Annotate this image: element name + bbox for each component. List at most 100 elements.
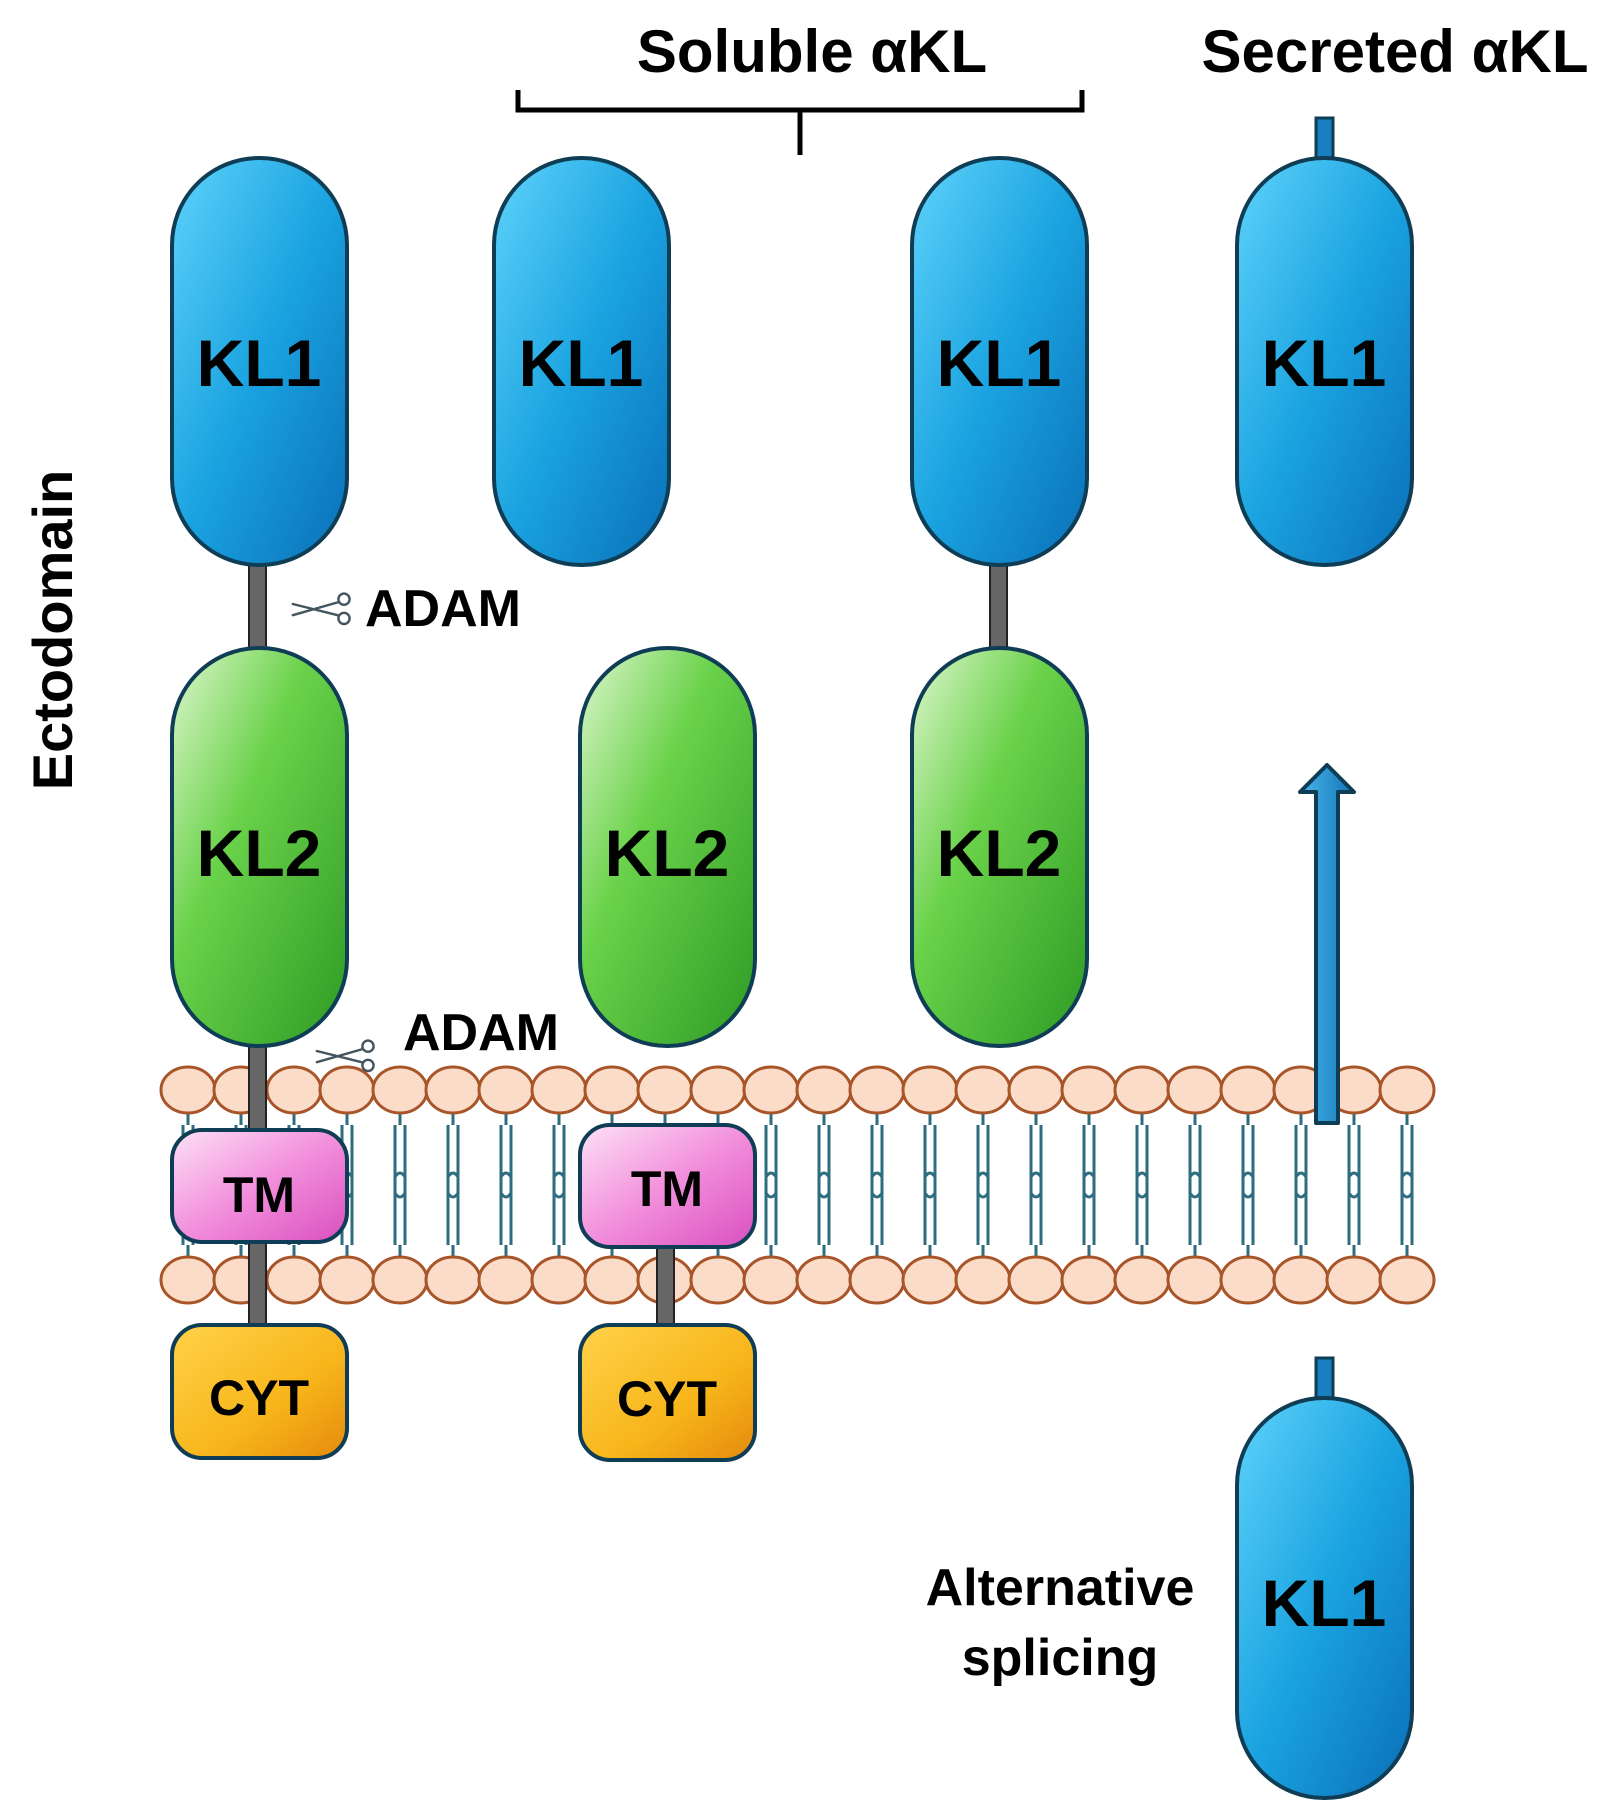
lipid-head bbox=[1325, 1255, 1383, 1305]
soluble-kl1: KL1 bbox=[492, 156, 671, 567]
lipid-head bbox=[477, 1065, 535, 1115]
lipid-tail bbox=[552, 1171, 566, 1257]
scissors-icon bbox=[291, 592, 351, 626]
membrane-klotho: KL1 KL2 TM CYT ADAM ADAM bbox=[170, 156, 559, 1460]
kl1-domain bbox=[1235, 156, 1414, 567]
kl1-label: KL1 bbox=[197, 326, 322, 400]
soluble-kl1-kl2: KL1 KL2 bbox=[910, 156, 1089, 1048]
lipid-head bbox=[1272, 1255, 1330, 1305]
lipid-head bbox=[742, 1255, 800, 1305]
lipid-head bbox=[371, 1065, 429, 1115]
tm-label: TM bbox=[223, 1167, 295, 1223]
tm-domain bbox=[170, 1128, 349, 1244]
lipid-head bbox=[477, 1255, 535, 1305]
lipid-tail bbox=[393, 1171, 407, 1257]
lipid-head bbox=[530, 1255, 588, 1305]
lipid-tail bbox=[446, 1171, 460, 1257]
secretion-arrow bbox=[1298, 763, 1356, 1125]
kl2-label: KL2 bbox=[605, 816, 730, 890]
lipid-head bbox=[689, 1255, 747, 1305]
lipid-head bbox=[159, 1255, 217, 1305]
ectodomain-label: Ectodomain bbox=[21, 470, 84, 790]
lipid-head bbox=[636, 1065, 694, 1115]
adam-cleavage-label: ADAM bbox=[365, 580, 521, 638]
tm-label: TM bbox=[631, 1161, 703, 1217]
lipid-head bbox=[1060, 1255, 1118, 1305]
lipid-tail bbox=[976, 1171, 990, 1257]
lipid-head bbox=[742, 1065, 800, 1115]
lipid-tail bbox=[1241, 1171, 1255, 1257]
lipid-head bbox=[954, 1065, 1012, 1115]
alternative-splicing-label: Alternative bbox=[926, 1559, 1195, 1617]
kl1-label: KL1 bbox=[1262, 1566, 1387, 1640]
lipid-head bbox=[583, 1255, 641, 1305]
lipid-tail bbox=[1347, 1171, 1361, 1257]
cyt-domain bbox=[170, 1323, 349, 1460]
kl1-label: KL1 bbox=[937, 326, 1062, 400]
kl1-label: KL1 bbox=[1262, 326, 1387, 400]
lipid-head bbox=[689, 1065, 747, 1115]
cyt-label: CYT bbox=[209, 1370, 309, 1426]
adam-cleavage-label: ADAM bbox=[403, 1004, 559, 1062]
lipid-head bbox=[1219, 1065, 1277, 1115]
alternative-splicing-label: splicing bbox=[962, 1629, 1158, 1687]
lipid-head bbox=[1113, 1065, 1171, 1115]
soluble-bracket bbox=[515, 90, 1085, 155]
lipid-head bbox=[1378, 1255, 1436, 1305]
lipid-tail bbox=[1082, 1171, 1096, 1257]
cyt-domain bbox=[578, 1323, 757, 1462]
cell-membrane bbox=[159, 1065, 1436, 1305]
lipid-head bbox=[318, 1065, 376, 1115]
spliced-kl1: KL1 Alternative splicing bbox=[926, 1356, 1414, 1800]
kl2-domain bbox=[578, 646, 757, 1048]
lipid-tail bbox=[870, 1171, 884, 1257]
kl2-domain bbox=[170, 646, 349, 1048]
kl2-domain bbox=[910, 646, 1089, 1048]
lipid-head bbox=[1378, 1065, 1436, 1115]
lipid-tail bbox=[1029, 1171, 1043, 1257]
lipid-head bbox=[1219, 1255, 1277, 1305]
kl1-domain bbox=[170, 156, 349, 567]
lipid-tail bbox=[1135, 1171, 1149, 1257]
lipid-tail bbox=[1400, 1171, 1414, 1257]
lipid-tail bbox=[499, 1171, 513, 1257]
lipid-head bbox=[371, 1255, 429, 1305]
lipid-tail bbox=[1294, 1171, 1308, 1257]
lipid-head bbox=[1166, 1255, 1224, 1305]
kl2-label: KL2 bbox=[197, 816, 322, 890]
lipid-head bbox=[848, 1065, 906, 1115]
cyt-label: CYT bbox=[617, 1371, 717, 1427]
kl1-label: KL1 bbox=[519, 326, 644, 400]
lipid-head bbox=[1060, 1065, 1118, 1115]
lipid-head bbox=[1007, 1065, 1065, 1115]
lipid-head bbox=[795, 1255, 853, 1305]
linker-stalk bbox=[989, 559, 1008, 656]
tm-domain bbox=[578, 1123, 757, 1249]
lipid-head bbox=[530, 1065, 588, 1115]
lipid-head bbox=[1007, 1255, 1065, 1305]
lipid-head bbox=[265, 1065, 323, 1115]
lipid-head bbox=[795, 1065, 853, 1115]
lipid-head bbox=[583, 1065, 641, 1115]
lipid-head bbox=[424, 1065, 482, 1115]
lipid-tail bbox=[1188, 1171, 1202, 1257]
lipid-head bbox=[954, 1255, 1012, 1305]
lipid-head bbox=[318, 1255, 376, 1305]
lipid-head bbox=[1166, 1065, 1224, 1115]
lipid-head bbox=[901, 1065, 959, 1115]
lipid-head bbox=[901, 1255, 959, 1305]
kl1-domain bbox=[1235, 1396, 1414, 1800]
secreted-aKL-label: Secreted αKL bbox=[1201, 18, 1588, 85]
lipid-head bbox=[265, 1255, 323, 1305]
lipid-tail bbox=[764, 1171, 778, 1257]
kl2-label: KL2 bbox=[937, 816, 1062, 890]
lipid-head bbox=[1113, 1255, 1171, 1305]
lipid-tail bbox=[923, 1171, 937, 1257]
lipid-head bbox=[159, 1065, 217, 1115]
lipid-head bbox=[424, 1255, 482, 1305]
linker-stalk bbox=[248, 559, 267, 656]
kl1-domain bbox=[492, 156, 671, 567]
lipid-head bbox=[848, 1255, 906, 1305]
soluble-aKL-label: Soluble αKL bbox=[637, 18, 987, 85]
